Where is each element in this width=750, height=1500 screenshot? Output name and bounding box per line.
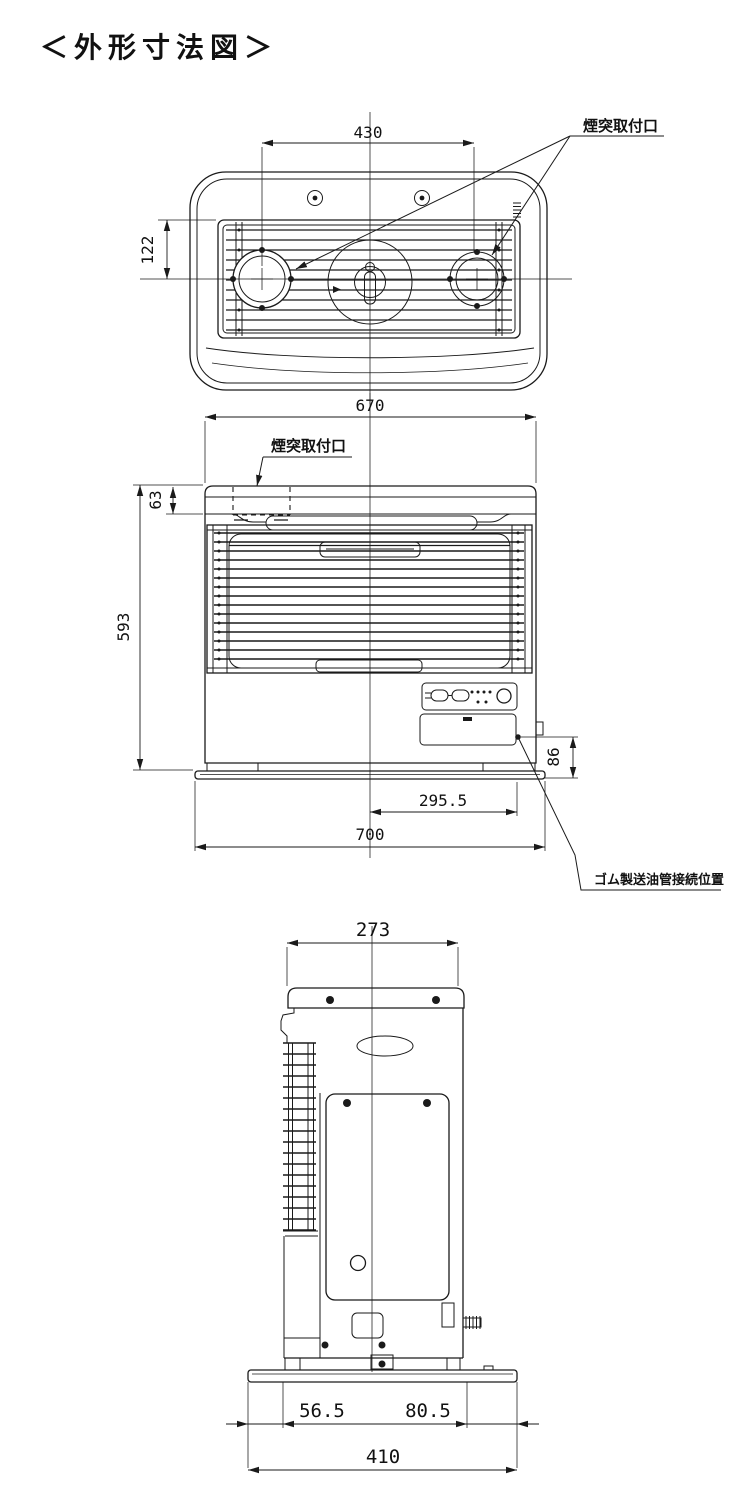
dim-port-spacing: 430 <box>261 123 475 266</box>
label-chimney-port-top: 煙突取付口 <box>295 117 664 270</box>
front-chimney-opening <box>232 487 291 521</box>
svg-text:410: 410 <box>366 1446 400 1468</box>
svg-text:56.5: 56.5 <box>299 1400 345 1422</box>
svg-text:煙突取付口: 煙突取付口 <box>583 117 658 135</box>
svg-text:122: 122 <box>138 236 157 265</box>
oil-pipe <box>462 1317 482 1328</box>
svg-text:63: 63 <box>146 490 165 509</box>
front-grille <box>206 524 533 674</box>
svg-text:700: 700 <box>356 825 385 844</box>
svg-text:593: 593 <box>114 613 133 642</box>
panel-hole <box>349 1254 367 1272</box>
oil-pipe-bracket <box>441 1302 455 1328</box>
svg-text:86: 86 <box>544 747 563 766</box>
front-lower-panel <box>419 713 544 746</box>
side-grille-edge <box>283 1042 318 1237</box>
label-oil-pipe: ゴム製送油管接続位置 <box>517 736 724 891</box>
svg-text:ゴム製送油管接続位置: ゴム製送油管接続位置 <box>594 872 724 887</box>
side-handle-hole <box>356 1035 414 1057</box>
control-panel <box>421 682 518 711</box>
side-tab <box>535 721 544 736</box>
svg-text:670: 670 <box>356 396 385 415</box>
svg-text:430: 430 <box>354 123 383 142</box>
svg-text:80.5: 80.5 <box>405 1400 451 1422</box>
dim-center-to-oil: 295.5 <box>370 782 518 816</box>
dim-width: 670 <box>204 396 537 483</box>
dim-height: 593 <box>114 484 203 771</box>
dim-depth: 273 <box>286 919 459 986</box>
page-title: ＜外形寸法図＞ <box>40 32 278 63</box>
side-view: 273 <box>226 919 539 1474</box>
dim-port-depth: 122 <box>138 219 216 279</box>
dim-base-depth: 410 <box>248 1446 517 1474</box>
svg-text:煙突取付口: 煙突取付口 <box>271 437 346 455</box>
top-view: 430 122 煙突取付口 <box>138 112 664 404</box>
side-extension-lines <box>247 1382 518 1468</box>
label-chimney-port-front: 煙突取付口 <box>256 437 352 487</box>
svg-text:295.5: 295.5 <box>419 791 467 810</box>
top-connector-detail <box>513 202 521 218</box>
front-body <box>204 485 537 764</box>
grille-bottom-tab <box>315 659 423 673</box>
top-knobs <box>307 190 430 206</box>
panel-button-2 <box>451 689 470 702</box>
dim-oil-height: 86 <box>521 736 578 779</box>
dim-base-offsets: 56.5 80.5 <box>226 1400 539 1428</box>
panel-knob <box>496 688 512 704</box>
side-rear-panel <box>325 1093 482 1339</box>
side-body <box>280 1008 464 1359</box>
side-base <box>247 1341 518 1383</box>
side-top-cap <box>287 987 465 1009</box>
dim-top-height: 63 <box>146 487 203 515</box>
svg-text:273: 273 <box>356 919 390 941</box>
panel-button-1 <box>430 689 449 702</box>
front-view: 670 63 593 86 295.5 700 <box>114 393 724 891</box>
dim-base-width: 700 <box>194 781 546 851</box>
